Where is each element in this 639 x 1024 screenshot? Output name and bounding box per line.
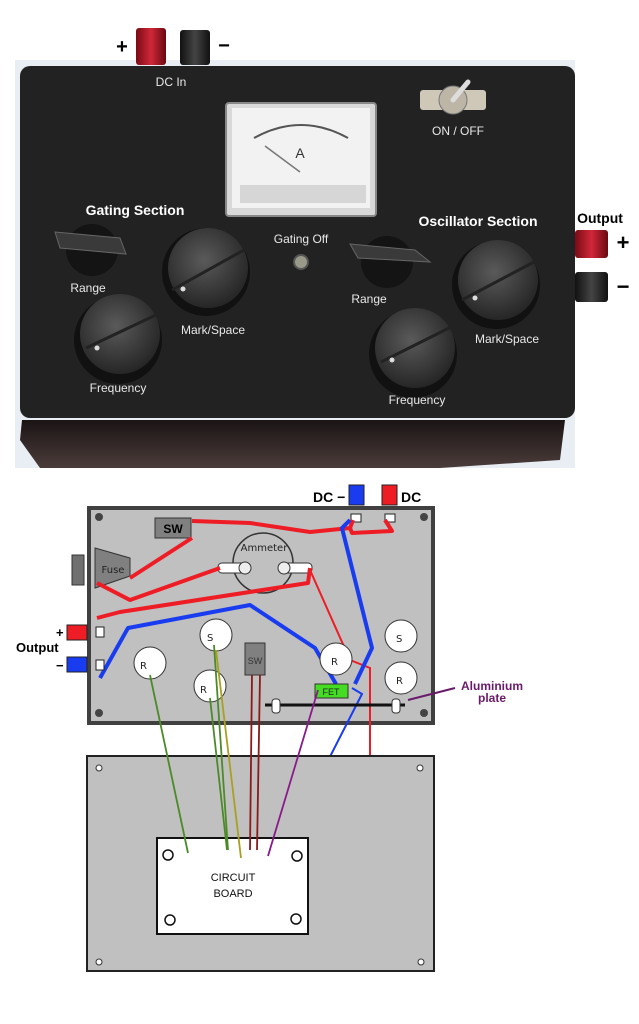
- pot-label: R: [200, 685, 207, 696]
- fet-label: FET: [323, 687, 341, 697]
- output-plus-terminal[interactable]: [66, 624, 88, 641]
- dc-plus-lug: [384, 513, 396, 523]
- power-switch-label: ON / OFF: [432, 124, 484, 138]
- pot-label: R: [331, 657, 338, 668]
- pot-label: S: [207, 633, 213, 644]
- gating-off-label: Gating Off: [274, 232, 329, 246]
- ammeter-unit: A: [295, 145, 305, 161]
- dc-minus-terminal[interactable]: [348, 484, 365, 506]
- pot-r-gating-mark-space[interactable]: R: [133, 646, 167, 680]
- gating-range-knob[interactable]: [54, 224, 127, 276]
- dc-minus-lug: [350, 513, 362, 523]
- plate-standoff: [271, 698, 281, 714]
- circuit-board-screws: [162, 849, 303, 926]
- pot-label: R: [140, 661, 147, 672]
- gating-section-title: Gating Section: [86, 202, 185, 218]
- dc-in-negative-post[interactable]: [180, 30, 210, 65]
- circuit-board-label-line1: CIRCUIT: [211, 872, 256, 884]
- panel-screw: [420, 709, 428, 717]
- diagram-output-label: Output: [16, 640, 59, 655]
- output-negative-post[interactable]: [575, 272, 608, 302]
- power-switch-box[interactable]: [154, 517, 192, 539]
- oscillator-range-knob[interactable]: [349, 236, 432, 288]
- pot-s-gating-range[interactable]: S: [199, 618, 233, 652]
- oscillator-mark-space-label: Mark/Space: [475, 332, 539, 346]
- device-photo: + − DC In A Gating Off ON / OFF Gating S…: [15, 28, 629, 468]
- fuse-label: Fuse: [102, 565, 125, 576]
- gating-off-switch-label: SW: [248, 656, 263, 666]
- pot-r-oscillator-mark-space[interactable]: R: [384, 661, 418, 695]
- dc-in-terminals: + − DC In: [116, 28, 230, 89]
- front-panel: [87, 506, 435, 725]
- fuse-cap: [71, 554, 85, 586]
- panel-screw: [420, 513, 428, 521]
- output-plus-sign: +: [617, 230, 630, 255]
- pot-r-oscillator-frequency[interactable]: R: [319, 642, 353, 676]
- power-toggle-switch[interactable]: [420, 79, 486, 115]
- gating-off-button[interactable]: [293, 254, 309, 270]
- power-switch-box-label: SW: [163, 522, 183, 536]
- gating-off-switch-box[interactable]: [244, 642, 266, 676]
- pot-label: S: [396, 634, 402, 645]
- dc-minus-label: DC −: [313, 489, 345, 505]
- base-hole: [95, 958, 103, 966]
- output-label: Output: [577, 210, 623, 226]
- fet-component: [314, 683, 349, 699]
- output-minus-lug: [95, 659, 105, 671]
- pot-label: R: [396, 676, 403, 687]
- wiring-diagram: DC − DC SW Fuse Ammeter Output + − R: [16, 484, 523, 972]
- output-minus-sign: −: [617, 274, 630, 299]
- ammeter-screw: [277, 561, 291, 575]
- pot-s-oscillator-range[interactable]: S: [384, 619, 418, 653]
- gating-frequency-knob[interactable]: [74, 294, 162, 384]
- panel-screw: [95, 709, 103, 717]
- circuit-board-label-line2: BOARD: [213, 888, 252, 900]
- circuit-board: [156, 837, 309, 935]
- dc-plus-terminal[interactable]: [381, 484, 398, 506]
- base-hole: [416, 764, 424, 772]
- diagram-output-plus: +: [56, 625, 64, 640]
- box-side: [20, 420, 565, 468]
- red-wires: [96, 518, 394, 620]
- panel-screw: [95, 513, 103, 521]
- oscillator-mark-space-knob[interactable]: [452, 240, 540, 329]
- diagram-output-minus: −: [56, 658, 64, 673]
- aluminium-plate-label-line1: Aluminium: [461, 679, 523, 693]
- ammeter-label: Ammeter: [241, 543, 289, 554]
- dc-in-label: DC In: [156, 75, 187, 89]
- gating-mark-space-knob[interactable]: [162, 228, 250, 316]
- output-minus-terminal[interactable]: [66, 656, 88, 673]
- aluminium-plate-label-line2: plate: [478, 691, 506, 705]
- ammeter: A: [225, 102, 377, 217]
- output-positive-post[interactable]: [575, 230, 608, 258]
- gating-frequency-label: Frequency: [90, 381, 147, 395]
- base-hole: [95, 764, 103, 772]
- signal-wires: [149, 644, 319, 859]
- output-plus-lug: [95, 626, 105, 638]
- gating-mark-space-label: Mark/Space: [181, 323, 245, 337]
- oscillator-frequency-label: Frequency: [389, 393, 446, 407]
- dc-plus-label: DC: [401, 489, 421, 505]
- aluminium-plate-pointer: [407, 687, 456, 701]
- base-hole: [417, 958, 425, 966]
- ammeter-screw: [238, 561, 252, 575]
- plate-standoff: [391, 698, 401, 714]
- output-terminals: Output + −: [575, 210, 629, 302]
- oscillator-section-title: Oscillator Section: [418, 213, 537, 229]
- oscillator-frequency-knob[interactable]: [369, 308, 457, 398]
- dc-in-positive-post[interactable]: [136, 28, 166, 65]
- dc-in-plus-sign: +: [116, 36, 128, 58]
- oscillator-range-label: Range: [351, 292, 387, 306]
- gating-range-label: Range: [70, 281, 106, 295]
- dc-in-minus-sign: −: [218, 35, 230, 57]
